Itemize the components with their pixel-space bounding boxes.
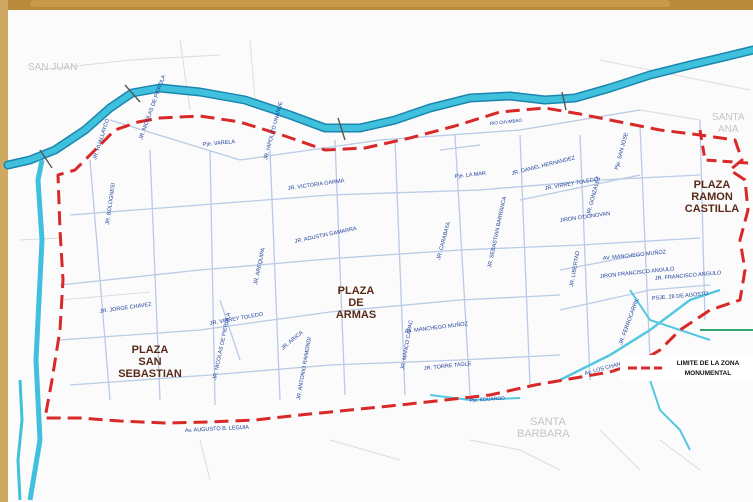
- legend-label-line-1: LIMITE DE LA ZONA: [677, 360, 740, 367]
- monumental-zone-boundary: [43, 106, 750, 425]
- street-label-rio-chumbao: RIO CHUMBAO: [490, 118, 523, 126]
- secondary-street-grid: [19, 39, 751, 481]
- plaza-ramon-castilla-line-2: RAMON: [691, 191, 733, 203]
- stream-lower-right-3: [649, 379, 691, 451]
- stream-lower-right-2: [629, 289, 711, 341]
- plaza-de-armas-line-3: ARMAS: [336, 309, 376, 321]
- plaza-san-sebastian-line-3: SEBASTIAN: [118, 368, 182, 380]
- plaza-san-sebastian-line-2: SAN: [138, 356, 161, 368]
- street-label-jr-francisco-angulo: JR. FRANCISCO ANGULO: [655, 270, 723, 282]
- left-border-strip: [0, 0, 8, 502]
- river-left-tributary-2: [16, 379, 24, 501]
- river-chumbao-water: [5, 47, 753, 168]
- zone-label-santa-barbara-2: BARBARA: [517, 428, 570, 440]
- street-label-bolognesi: JR. BOLOGNESI: [105, 182, 117, 225]
- top-banner-edge: [30, 0, 670, 7]
- zone-label-santa-ana-1: SANTA: [712, 112, 745, 123]
- street-label-28-agosto: PSJE. 28 DE AGOSTO: [652, 291, 710, 302]
- map-legend: LIMITE DE LA ZONA MONUMENTAL: [620, 355, 753, 381]
- plaza-ramon-castilla-line-3: CASTILLA: [685, 203, 739, 215]
- bridges: [39, 84, 567, 169]
- zone-label-santa-barbara-1: SANTA: [530, 416, 567, 428]
- street-label-augusto-leguia: Av. AUGUSTO B. LEGUIA: [185, 425, 250, 434]
- stream-lower-right-1: [559, 288, 721, 382]
- street-label-varela: Pje. VARELA: [203, 139, 236, 148]
- river-left-tributary: [27, 159, 45, 501]
- street-label-eduardo: Pje. EDUARDO: [470, 396, 505, 404]
- zone-label-santa-ana-2: ANA: [718, 124, 739, 135]
- street-label-torre-tagle: JR. TORRE TAGLE: [424, 361, 473, 372]
- street-label-la-mar: Pje. LA MAR: [455, 171, 487, 180]
- plaza-ramon-castilla[interactable]: PLAZA RAMON CASTILLA: [685, 179, 739, 215]
- plaza-de-armas-line-1: PLAZA: [338, 285, 375, 297]
- zone-label-san-juan: SAN JUAN: [28, 62, 77, 73]
- stream-lower-mid: [429, 394, 521, 402]
- legend-background: [620, 355, 753, 381]
- plaza-de-armas-line-2: DE: [348, 297, 363, 309]
- plaza-san-sebastian-line-1: PLAZA: [132, 344, 169, 356]
- plaza-ramon-castilla-line-1: PLAZA: [694, 179, 731, 191]
- legend-label-line-2: MONUMENTAL: [685, 370, 731, 377]
- plaza-de-armas[interactable]: PLAZA DE ARMAS: [336, 285, 376, 321]
- plaza-san-sebastian[interactable]: PLAZA SAN SEBASTIAN: [118, 344, 182, 380]
- street-network: [59, 109, 711, 406]
